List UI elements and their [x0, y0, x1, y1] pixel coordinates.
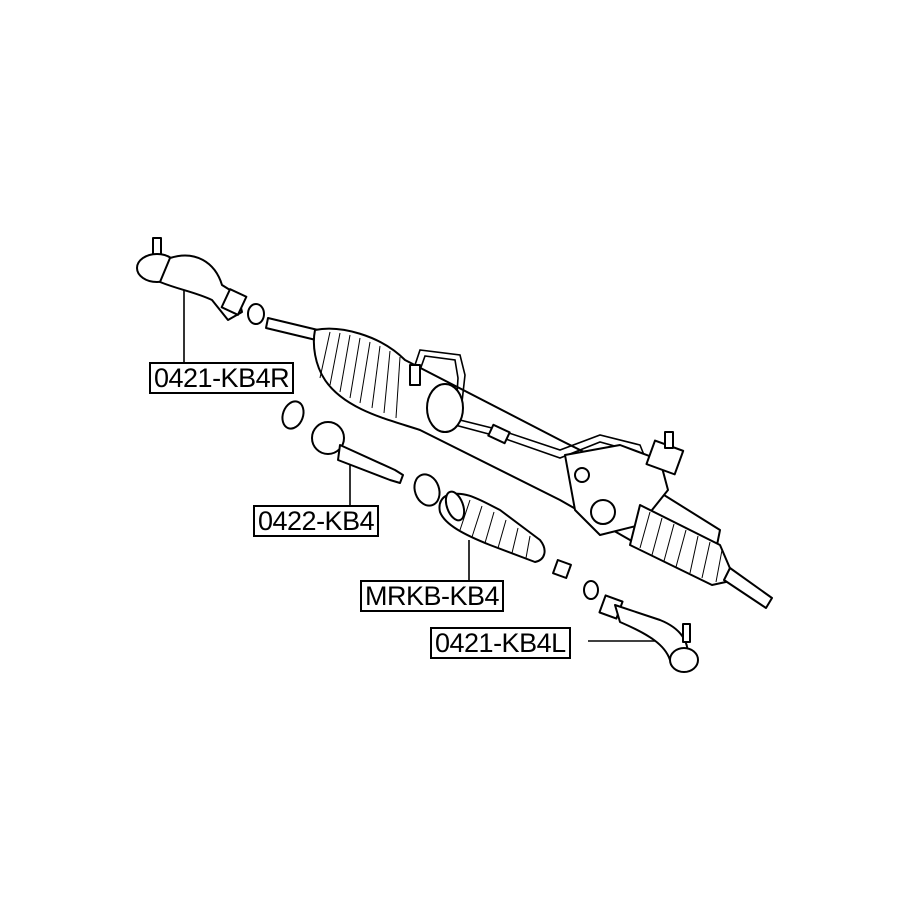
- lock-washer-drawing: [281, 400, 305, 430]
- boot-small-clamp: [552, 559, 572, 579]
- tie-rod-end-left-drawing: [583, 580, 699, 673]
- tie-rod-end-right-drawing: [136, 237, 265, 325]
- rack-end-thread-left: [723, 567, 773, 609]
- rack-end-thread-right: [265, 317, 319, 341]
- steering-boot-drawing: [438, 490, 546, 563]
- part-label-0421-kb4r: 0421-KB4R: [149, 362, 295, 394]
- rack-housing-drawing: [312, 327, 773, 609]
- part-label-0421-kb4l: 0421-KB4L: [430, 627, 571, 659]
- fitting: [409, 364, 421, 386]
- part-label-0422-kb4: 0422-KB4: [253, 505, 380, 537]
- inner-tie-rod-drawing: [311, 421, 404, 484]
- boot-clamp-drawing: [413, 473, 441, 507]
- part-label-mrkb-kb4: MRKB-KB4: [360, 580, 505, 612]
